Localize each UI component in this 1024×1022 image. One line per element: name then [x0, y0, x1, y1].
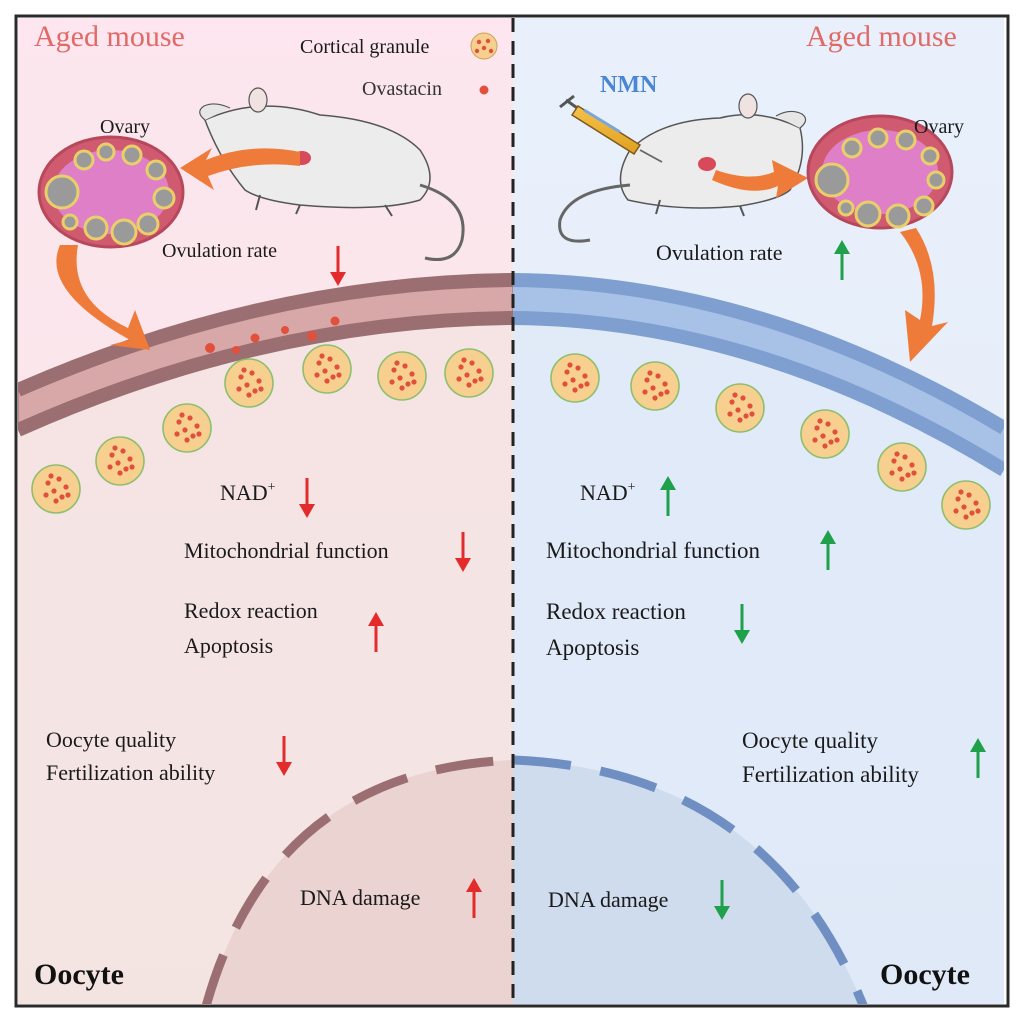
right-dna-down-arrow: [714, 880, 730, 920]
left-apoptosis: Apoptosis: [184, 633, 274, 658]
left-dna-up-arrow: [466, 878, 482, 918]
left-oocyte-label: Oocyte: [34, 958, 124, 991]
right-ovulation-up-arrow: [834, 240, 850, 280]
left-nuclear-envelope: [202, 755, 513, 1004]
left-arrow-mouse-to-ovary: [180, 148, 300, 190]
left-fertilization-ability: Fertilization ability: [46, 760, 216, 785]
right-redox-down-arrow: [734, 604, 750, 644]
cortical-granule: [377, 351, 427, 401]
left-ovary-illustration: [37, 135, 185, 249]
cortical-granule: [550, 353, 600, 403]
left-ovulation-down-arrow: [330, 246, 346, 286]
right-arrow-ovary-to-oocyte: [900, 228, 948, 362]
legend-ovastacin: Ovastacin: [362, 78, 442, 100]
cortical-granule: [877, 442, 927, 492]
right-nad-up-arrow: [660, 476, 676, 516]
right-oocyte-quality: Oocyte quality: [742, 728, 879, 753]
cortical-granule: [715, 383, 765, 433]
right-oocyte-label: Oocyte: [880, 958, 970, 991]
cortical-granule: [31, 464, 81, 514]
cortical-granule: [941, 480, 991, 530]
left-dna-damage: DNA damage: [300, 885, 421, 910]
legend-granule-swatch: [470, 32, 498, 60]
right-mitochondrial-function: Mitochondrial function: [546, 538, 760, 563]
right-ovary-label: Ovary: [914, 116, 964, 138]
left-mitochondrial-function: Mitochondrial function: [184, 538, 389, 563]
cortical-granule: [800, 409, 850, 459]
legend-cortical-granule: Cortical granule: [300, 36, 430, 58]
left-ovary-label: Ovary: [100, 116, 150, 138]
right-ovary-illustration: [806, 114, 954, 230]
left-ovastacin-dots: [205, 316, 340, 354]
cortical-granule: [630, 361, 680, 411]
left-nad: NAD+: [220, 480, 276, 505]
left-nad-down-arrow: [299, 478, 315, 518]
right-nucleus: [513, 760, 863, 1004]
right-fertilization-ability: Fertilization ability: [742, 762, 919, 787]
right-arrow-mouse-to-ovary: [712, 160, 808, 198]
left-arrow-ovary-to-oocyte: [56, 245, 151, 350]
right-dna-damage: DNA damage: [548, 887, 669, 912]
legend-ovastacin-swatch: [479, 85, 489, 95]
cortical-granules: [31, 344, 991, 530]
left-redox-reaction: Redox reaction: [184, 598, 318, 623]
left-mito-down-arrow: [455, 532, 471, 572]
nmn-label: NMN: [600, 72, 658, 98]
right-title: Aged mouse: [806, 20, 957, 53]
cortical-granule: [444, 348, 494, 398]
left-nucleus: [206, 760, 513, 1004]
left-redox-up-arrow: [368, 612, 384, 652]
trend-arrows: [276, 240, 986, 920]
left-oocyte-quality: Oocyte quality: [46, 727, 177, 752]
left-ovulation-rate: Ovulation rate: [162, 240, 277, 262]
right-apoptosis: Apoptosis: [546, 635, 640, 660]
right-nad: NAD+: [580, 480, 636, 505]
cortical-granule: [162, 403, 212, 453]
right-ovulation-rate: Ovulation rate: [656, 240, 783, 265]
cortical-granule: [95, 436, 145, 486]
left-quality-down-arrow: [276, 736, 292, 776]
right-nuclear-envelope: [513, 755, 868, 1004]
left-title: Aged mouse: [34, 20, 185, 53]
cortical-granule: [224, 358, 274, 408]
left-mouse-illustration: [199, 87, 465, 261]
cortical-granule: [302, 344, 352, 394]
right-quality-up-arrow: [970, 738, 986, 778]
syringe-icon: [559, 94, 663, 163]
right-mito-up-arrow: [820, 530, 836, 570]
right-redox-reaction: Redox reaction: [546, 599, 686, 624]
